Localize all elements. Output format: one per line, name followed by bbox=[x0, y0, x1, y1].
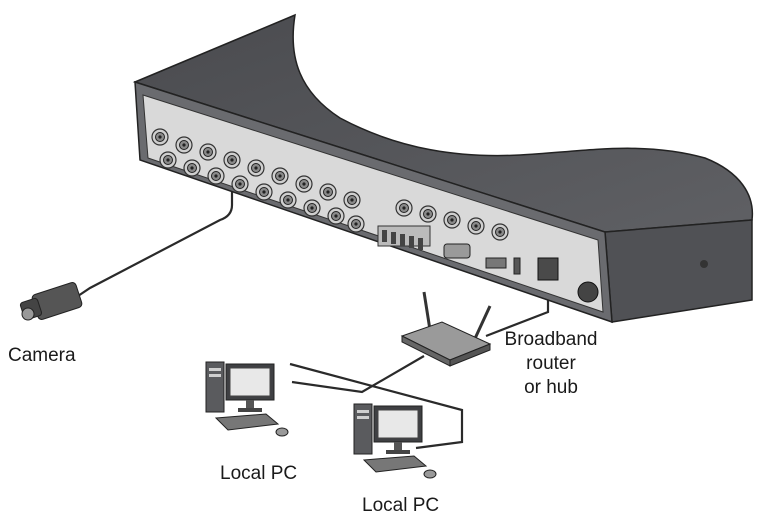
desktop-pc-icon bbox=[353, 403, 437, 479]
router-label-line: Broadband bbox=[504, 329, 598, 350]
power-port bbox=[577, 281, 599, 303]
desktop-pc-icon bbox=[205, 361, 289, 437]
terminal-block bbox=[377, 225, 431, 250]
hdmi-port bbox=[485, 257, 507, 269]
camera-icon bbox=[19, 282, 83, 321]
router-icon bbox=[400, 291, 492, 367]
camera-label: Camera bbox=[8, 345, 76, 366]
usb-port bbox=[513, 257, 521, 275]
local-pc-label: Local PC bbox=[362, 495, 440, 516]
router-label-line: router bbox=[526, 353, 576, 374]
dvr-recorder bbox=[132, 13, 754, 324]
screw bbox=[700, 260, 708, 268]
router-label-line: or hub bbox=[524, 377, 578, 398]
router-label: Broadband router or hub bbox=[503, 328, 599, 400]
ethernet-port bbox=[537, 257, 559, 281]
vga-port bbox=[443, 243, 471, 259]
local-pc-label: Local PC bbox=[220, 463, 298, 484]
